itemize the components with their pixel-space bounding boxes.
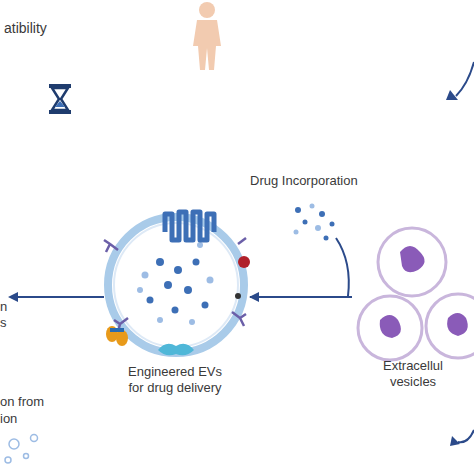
arrow-head — [450, 436, 460, 446]
output-arrow — [16, 296, 104, 298]
step-label: Drug Incorporation — [250, 172, 358, 189]
ev-caption: Extracellul vesicles — [370, 358, 456, 390]
engineered-ev-node: Engineered EVs for drug delivery — [100, 212, 250, 412]
merge-curve — [336, 238, 349, 296]
arrow-head — [446, 90, 458, 100]
engineered-vesicle — [104, 212, 250, 355]
cropped-label: s — [0, 314, 7, 331]
cropped-label: n — [0, 298, 7, 315]
ev-source-node: Extracellul vesicles — [352, 226, 474, 391]
arrow-head — [8, 292, 18, 302]
flow-arrow — [250, 296, 352, 298]
cropped-label: ion — [0, 410, 17, 427]
drug-dots — [294, 204, 335, 241]
ev-caption: Engineered EVs for drug delivery — [127, 364, 223, 396]
human-figure — [193, 2, 221, 70]
small-vesicles — [5, 435, 38, 464]
cropped-label: on from — [0, 393, 44, 410]
hourglass-icon — [49, 84, 71, 114]
extracellular-vesicles — [358, 228, 474, 360]
cycle-arrows — [456, 62, 474, 442]
property-label: atibility — [4, 20, 47, 37]
